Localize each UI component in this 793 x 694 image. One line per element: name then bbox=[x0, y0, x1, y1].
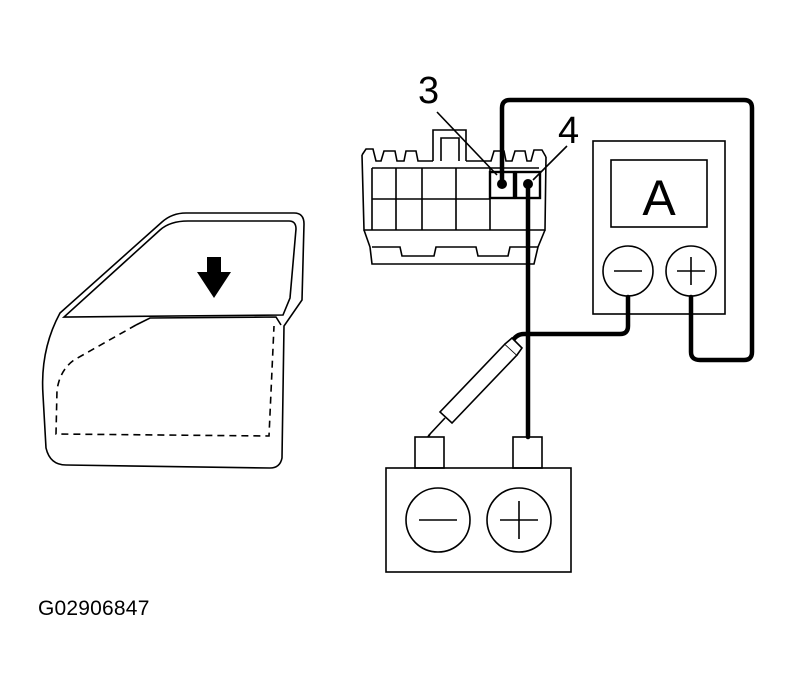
door bbox=[41, 212, 305, 469]
ammeter bbox=[592, 140, 726, 315]
callout-4-leader bbox=[532, 145, 568, 181]
ammeter-display bbox=[610, 159, 708, 228]
connector-body bbox=[361, 154, 547, 231]
callout-3: 3 bbox=[418, 70, 439, 112]
connector-latch bbox=[432, 129, 467, 161]
figure-id: G02906847 bbox=[38, 597, 150, 620]
battery-positive-post bbox=[512, 436, 543, 469]
probe-handle bbox=[438, 342, 519, 425]
connector-skirt bbox=[363, 229, 546, 265]
ammeter-body bbox=[592, 140, 726, 315]
wire-meter-negative-to-probe bbox=[507, 294, 631, 350]
wire-terminal3-to-meter-positive bbox=[499, 97, 755, 363]
battery-positive-terminal bbox=[486, 487, 552, 553]
probe-tip bbox=[429, 417, 446, 435]
arrow-down-icon bbox=[197, 257, 231, 298]
battery-plus-icon bbox=[500, 501, 538, 539]
callout-4: 4 bbox=[558, 110, 579, 152]
test-probe bbox=[429, 336, 524, 435]
window-glass-lowered bbox=[55, 324, 275, 437]
connector-cavities bbox=[371, 167, 539, 230]
door-outline bbox=[41, 212, 305, 469]
connector-top-edge bbox=[361, 148, 547, 162]
window-frame bbox=[61, 220, 297, 318]
battery-negative-post bbox=[414, 436, 445, 469]
ammeter-letter: A bbox=[642, 170, 676, 226]
meter-plus-icon bbox=[677, 257, 705, 285]
battery bbox=[385, 436, 572, 573]
window-glass-top bbox=[135, 316, 282, 326]
callout-3-leader bbox=[436, 111, 498, 176]
connector bbox=[361, 129, 547, 265]
battery-body bbox=[385, 467, 572, 573]
wires bbox=[499, 97, 755, 440]
battery-negative-terminal bbox=[405, 487, 471, 553]
